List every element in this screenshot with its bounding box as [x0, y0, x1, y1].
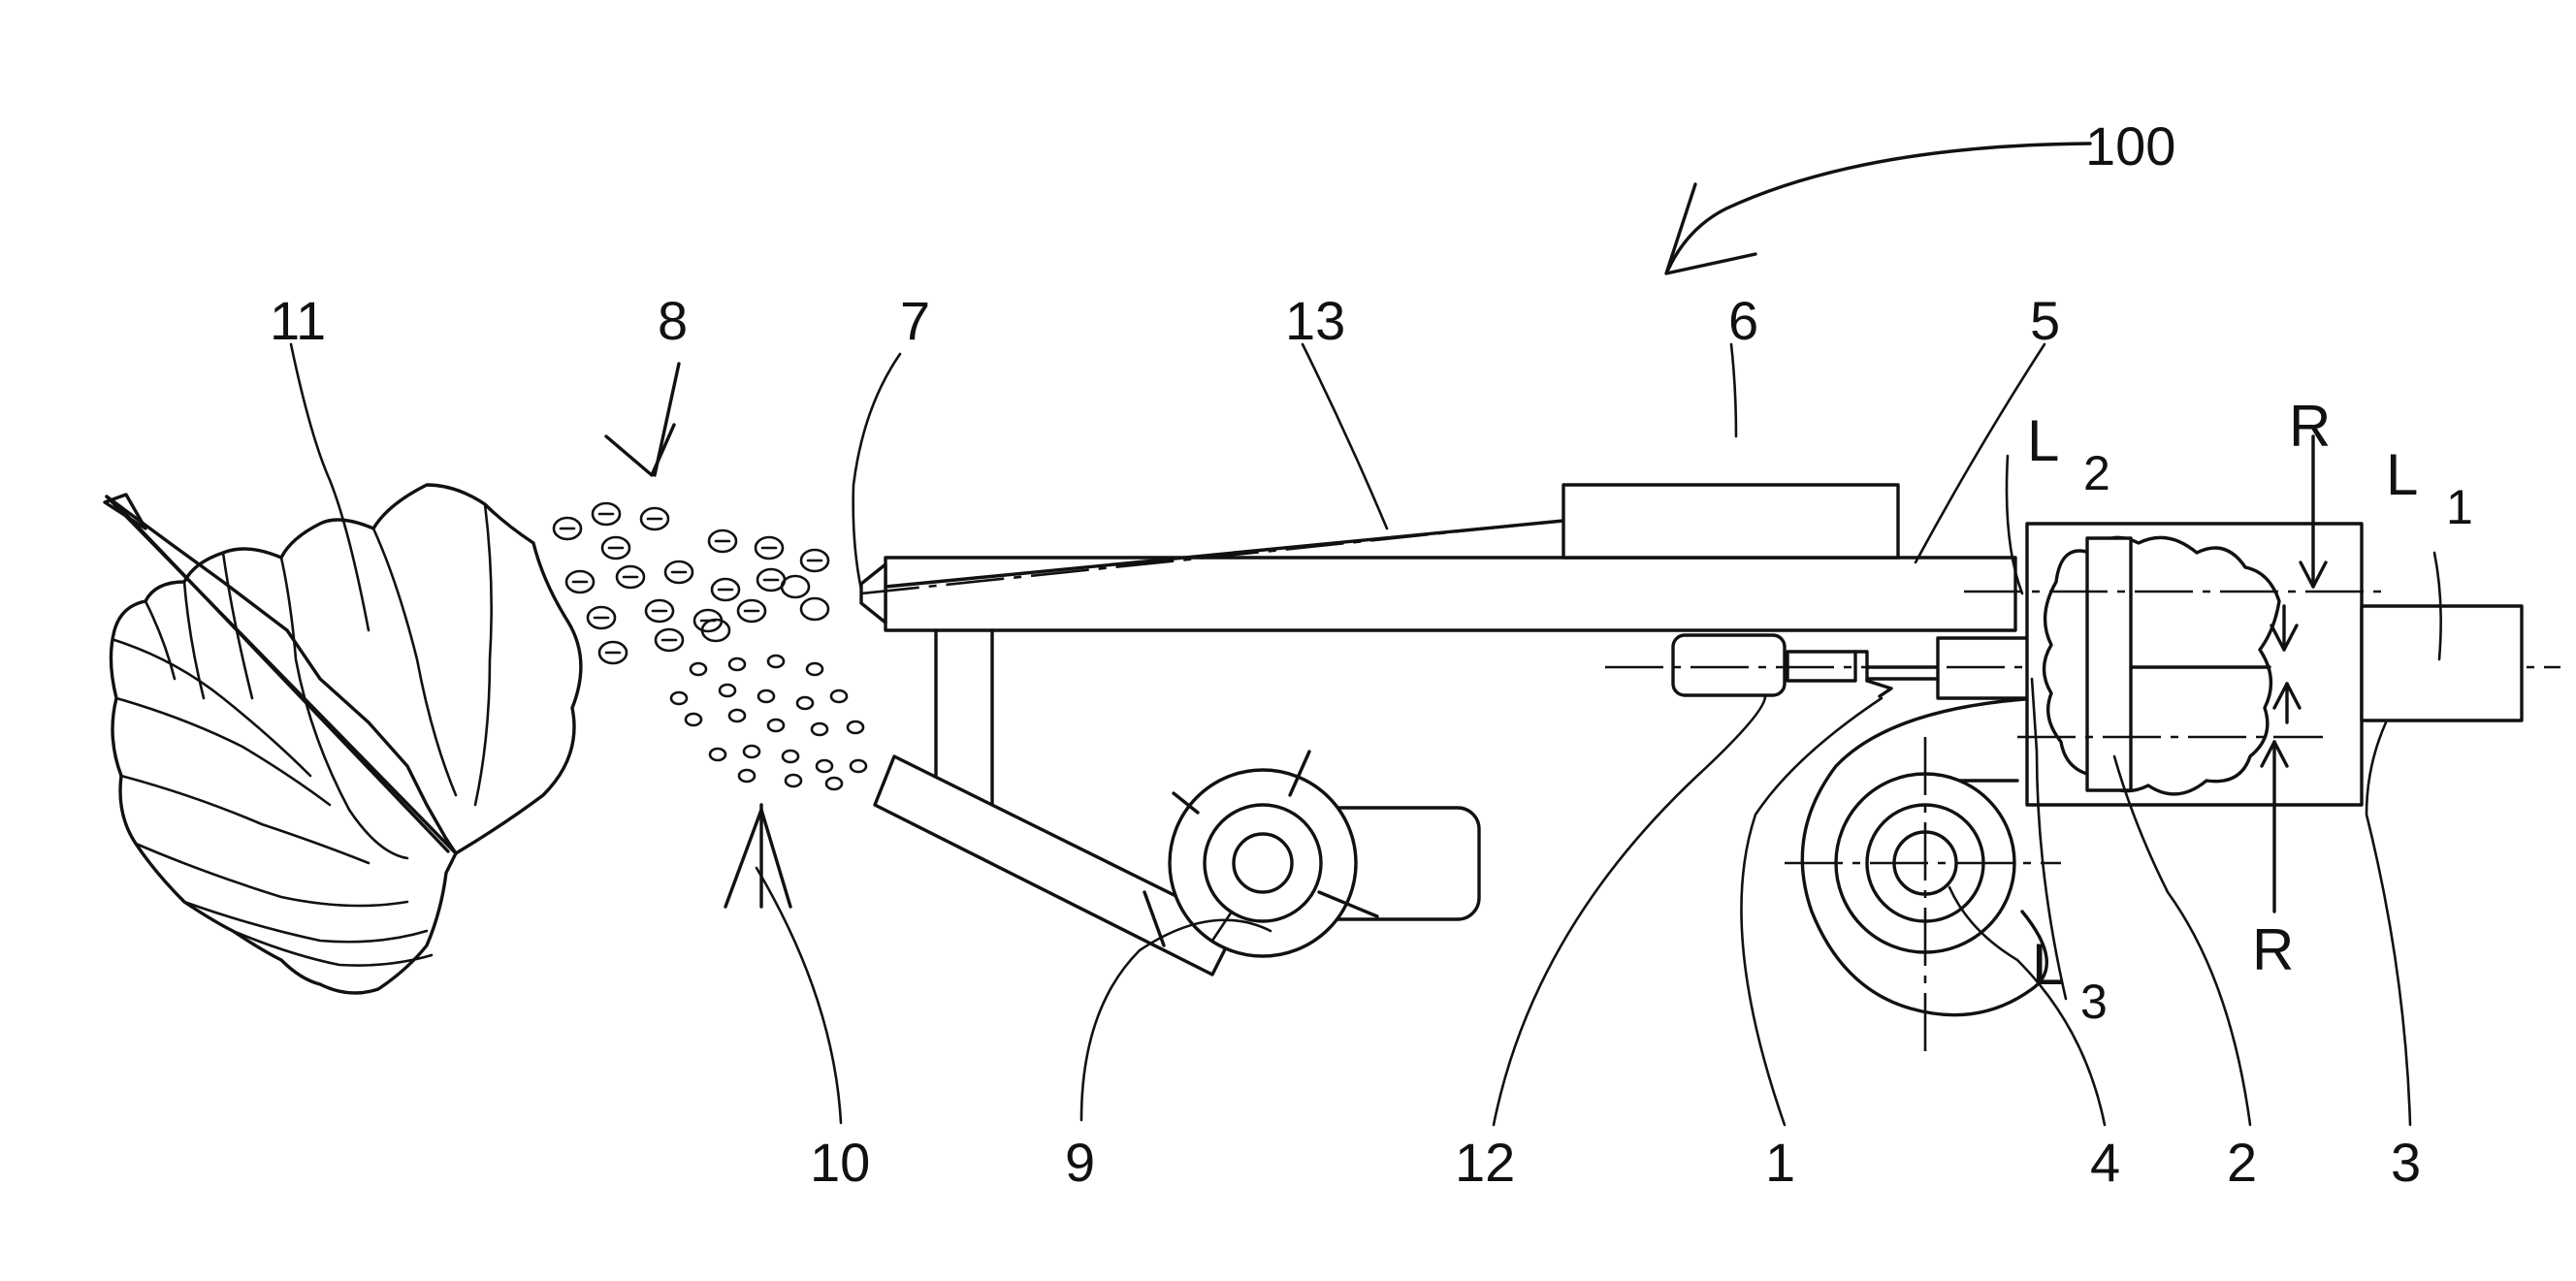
spray-particles-small: [671, 656, 866, 789]
arrow-100-icon: [1666, 144, 2090, 273]
barrel-5: [886, 558, 2015, 630]
label-3: 3: [2391, 1132, 2421, 1193]
label-L1-subscript: 1: [2446, 480, 2473, 534]
target-object: [105, 485, 581, 993]
label-6: 6: [1728, 290, 1758, 351]
label-L2-letter: L: [2027, 408, 2059, 473]
label-7: 7: [900, 290, 930, 351]
label-2: 2: [2227, 1132, 2257, 1193]
label-8: 8: [658, 290, 688, 351]
label-11: 11: [270, 290, 326, 351]
label-L3-letter: L: [2032, 932, 2064, 997]
spray-particles-large: [554, 503, 828, 663]
label-R-top: R: [2289, 394, 2331, 459]
label-13: 13: [1285, 290, 1345, 351]
arrow-8-icon: [606, 364, 679, 475]
label-L3-subscript: 3: [2080, 975, 2108, 1029]
label-100: 100: [2085, 115, 2175, 176]
wheel-4: [1785, 737, 2061, 1057]
support-frame: [936, 630, 992, 805]
label-9: 9: [1065, 1132, 1095, 1193]
label-L2-subscript: 2: [2083, 446, 2110, 500]
label-R-bottom: R: [2252, 917, 2294, 982]
box-6: [1563, 485, 1898, 558]
roller-9: [1170, 752, 1479, 956]
label-1: 1: [1765, 1132, 1795, 1193]
arrow-10-icon: [725, 805, 790, 907]
label-12: 12: [1455, 1132, 1515, 1193]
label-4: 4: [2090, 1132, 2120, 1193]
label-L1-letter: L: [2386, 442, 2418, 507]
label-5: 5: [2030, 290, 2060, 351]
label-10: 10: [810, 1132, 870, 1193]
